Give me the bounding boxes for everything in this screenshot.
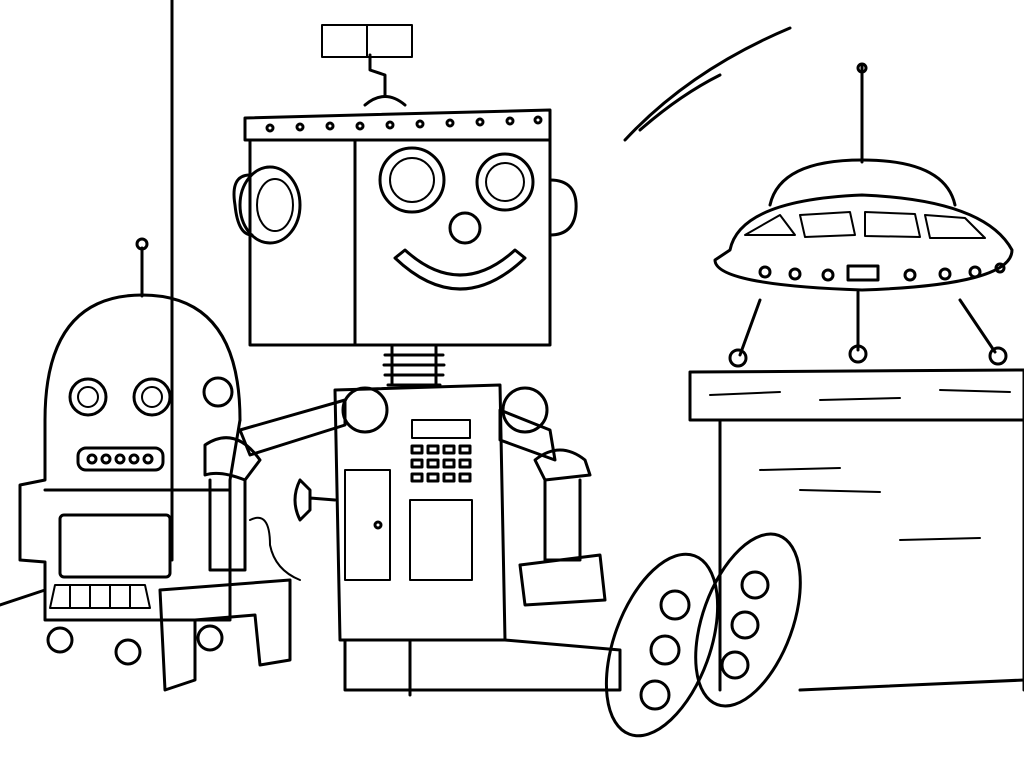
swoosh-lines — [623, 26, 792, 142]
robot-wind-key — [293, 478, 337, 522]
robot-eye-right — [475, 152, 535, 212]
left-floor-line — [0, 588, 47, 607]
robot-smile — [393, 248, 527, 291]
head-rivets — [265, 115, 543, 133]
robot-arm-right — [498, 408, 557, 462]
robot-antenna — [368, 53, 387, 97]
foot-bolts — [639, 570, 770, 711]
robot-buttons — [410, 444, 472, 483]
robot-cable — [249, 516, 301, 581]
flying-saucer-toy — [713, 62, 1014, 368]
robot-hand-right — [518, 553, 607, 607]
saucer-lights — [758, 262, 1006, 282]
saucer-body — [713, 193, 1014, 292]
small-robot-mouth — [76, 446, 165, 472]
robot-nose — [448, 211, 482, 245]
robot-shoulder-joint — [203, 436, 262, 482]
robot-eye-left — [378, 146, 446, 214]
robot-body — [333, 383, 507, 642]
room — [0, 0, 1024, 692]
saucer-legs — [738, 290, 997, 357]
small-dome-robot — [18, 237, 242, 666]
robot-legs — [343, 638, 622, 692]
robot-head-top — [243, 108, 552, 142]
robot-panel — [409, 499, 473, 581]
right-floor-line — [798, 678, 1024, 692]
box-head-robot — [158, 24, 802, 738]
saucer-dome — [768, 158, 957, 207]
robot-display — [411, 419, 471, 439]
robot-door — [344, 469, 391, 581]
small-robot-wheel — [46, 626, 74, 654]
small-robot-eye-left — [68, 377, 108, 417]
robot-foot-right — [694, 532, 802, 708]
robot-claw — [158, 578, 292, 692]
robot-neck-spring — [382, 343, 446, 387]
small-robot-keyboard — [49, 584, 151, 609]
small-robot-dome — [43, 293, 242, 422]
robot-ear-left — [232, 173, 254, 237]
robot-head-dome — [363, 95, 407, 107]
robot-foot-left — [604, 552, 720, 738]
saucer-windows — [744, 211, 986, 239]
pedestal — [688, 368, 1024, 692]
robot-arm-left — [238, 398, 347, 457]
robot-head — [248, 138, 552, 347]
small-robot-body — [18, 418, 242, 622]
robot-ear-right — [548, 178, 578, 237]
small-robot-eye-right — [132, 377, 172, 417]
small-robot-screen — [58, 513, 172, 579]
